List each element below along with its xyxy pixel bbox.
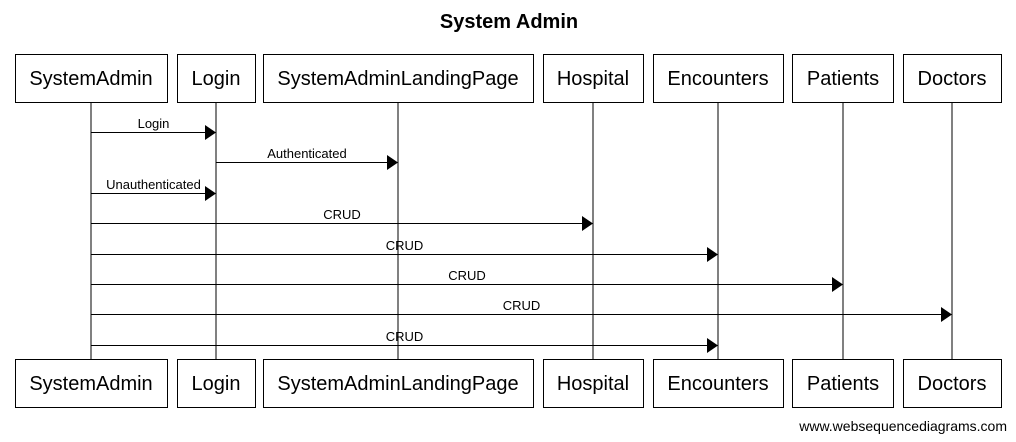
diagram-title: System Admin: [440, 11, 578, 33]
message-label: Login: [138, 116, 170, 131]
participant-label: Encounters: [667, 68, 768, 90]
participant-label: Hospital: [557, 68, 629, 90]
participant-label: Encounters: [667, 373, 768, 395]
message-label: CRUD: [503, 298, 541, 313]
message-8: CRUD: [91, 329, 718, 353]
participant-label: Login: [192, 68, 241, 90]
participant-box-top-hospital: Hospital: [543, 54, 644, 103]
participant-box-bottom-sa: SystemAdmin: [15, 359, 168, 408]
message-label: CRUD: [386, 238, 424, 253]
participant-box-top-patients: Patients: [792, 54, 894, 103]
message-label: CRUD: [386, 329, 424, 344]
message-label: CRUD: [323, 207, 361, 222]
participant-label: SystemAdmin: [29, 373, 152, 395]
watermark: www.websequencediagrams.com: [798, 418, 1007, 434]
arrowhead-icon: [387, 155, 398, 170]
participant-box-top-salp: SystemAdminLandingPage: [263, 54, 534, 103]
participant-box-top-login: Login: [177, 54, 256, 103]
participant-label: SystemAdminLandingPage: [277, 68, 518, 90]
arrowhead-icon: [582, 216, 593, 231]
message-5: CRUD: [91, 238, 718, 262]
participant-box-bottom-encounters: Encounters: [653, 359, 784, 408]
message-7: CRUD: [91, 298, 952, 322]
participant-box-top-doctors: Doctors: [903, 54, 1002, 103]
participant-label: SystemAdmin: [29, 68, 152, 90]
message-4: CRUD: [91, 207, 593, 231]
message-1: Login: [91, 116, 216, 140]
arrowhead-icon: [707, 247, 718, 262]
message-2: Authenticated: [216, 146, 398, 170]
message-label: Authenticated: [267, 146, 347, 161]
participant-label: Login: [192, 373, 241, 395]
arrowhead-icon: [205, 125, 216, 140]
participant-box-bottom-patients: Patients: [792, 359, 894, 408]
participant-label: Patients: [807, 373, 879, 395]
arrowhead-icon: [941, 307, 952, 322]
message-3: Unauthenticated: [91, 177, 216, 201]
arrowhead-icon: [832, 277, 843, 292]
participant-box-bottom-doctors: Doctors: [903, 359, 1002, 408]
participant-label: SystemAdminLandingPage: [277, 373, 518, 395]
arrowhead-icon: [205, 186, 216, 201]
participant-label: Doctors: [918, 373, 987, 395]
message-6: CRUD: [91, 268, 843, 292]
participant-box-bottom-salp: SystemAdminLandingPage: [263, 359, 534, 408]
message-label: CRUD: [448, 268, 486, 283]
participant-label: Doctors: [918, 68, 987, 90]
message-label: Unauthenticated: [106, 177, 201, 192]
participant-label: Hospital: [557, 373, 629, 395]
participant-box-top-sa: SystemAdmin: [15, 54, 168, 103]
participant-box-bottom-login: Login: [177, 359, 256, 408]
participant-box-bottom-hospital: Hospital: [543, 359, 644, 408]
participant-box-top-encounters: Encounters: [653, 54, 784, 103]
participant-label: Patients: [807, 68, 879, 90]
arrowhead-icon: [707, 338, 718, 353]
